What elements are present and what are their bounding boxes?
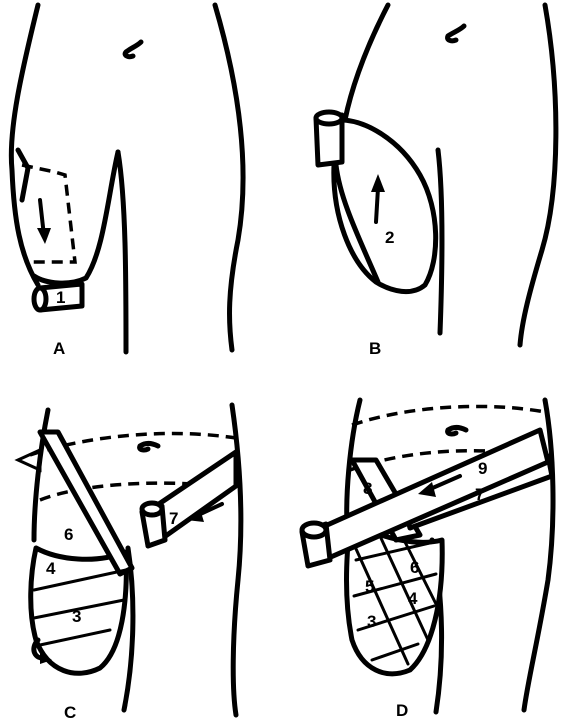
panel-b-label: B xyxy=(369,339,381,358)
panel-b-thigh-line xyxy=(438,150,442,333)
panel-a-navel xyxy=(125,42,141,57)
panel-b-scrotum-wrapped xyxy=(334,120,436,292)
panel-b: 2 B xyxy=(316,5,556,358)
panel-d: 3 4 5 6 7 8 9 D xyxy=(302,400,553,720)
panel-c-step-3: 3 xyxy=(72,607,81,626)
panel-b-roll-end xyxy=(316,112,342,124)
panel-d-roll-end xyxy=(302,523,326,537)
panel-d-label: D xyxy=(396,701,408,720)
panel-c-band-fold xyxy=(18,450,40,470)
panel-a-body-outline-right xyxy=(215,5,243,350)
panel-b-navel xyxy=(448,26,464,41)
panel-a: 1 A xyxy=(11,5,243,358)
arrow-down-icon xyxy=(37,228,51,244)
panel-d-step-6: 6 xyxy=(410,558,419,577)
panel-b-arrow xyxy=(376,188,378,222)
panel-a-step-1: 1 xyxy=(56,288,65,307)
panel-c-step-7: 7 xyxy=(169,509,178,528)
panel-c: 3 4 6 7 C xyxy=(18,405,241,722)
panel-b-body-outline-left xyxy=(345,5,388,120)
panel-a-body-outline-left xyxy=(11,5,38,285)
panel-c-navel xyxy=(140,443,158,450)
panel-a-roll-end xyxy=(34,288,46,310)
panel-c-step-6: 6 xyxy=(64,525,73,544)
panel-a-dashed-guide xyxy=(22,165,75,262)
panel-d-step-7: 7 xyxy=(475,485,484,504)
panel-b-body-outline-right xyxy=(520,5,556,345)
panel-c-label: C xyxy=(64,703,76,722)
panel-d-step-8: 8 xyxy=(363,479,372,498)
panel-d-navel xyxy=(448,427,466,434)
panel-d-step-3: 3 xyxy=(367,612,376,631)
panel-b-step-2: 2 xyxy=(385,228,394,247)
panel-d-dashed-waist-top xyxy=(352,406,545,425)
panel-d-step-5: 5 xyxy=(365,577,374,596)
panel-a-thigh-line xyxy=(118,152,126,352)
panel-a-label: A xyxy=(53,339,65,358)
panel-c-step-4: 4 xyxy=(46,559,56,578)
panel-a-fold xyxy=(18,150,28,200)
panel-d-step-9: 9 xyxy=(478,459,487,478)
panel-d-step-4: 4 xyxy=(408,589,418,608)
panel-c-roll-end xyxy=(142,503,162,515)
